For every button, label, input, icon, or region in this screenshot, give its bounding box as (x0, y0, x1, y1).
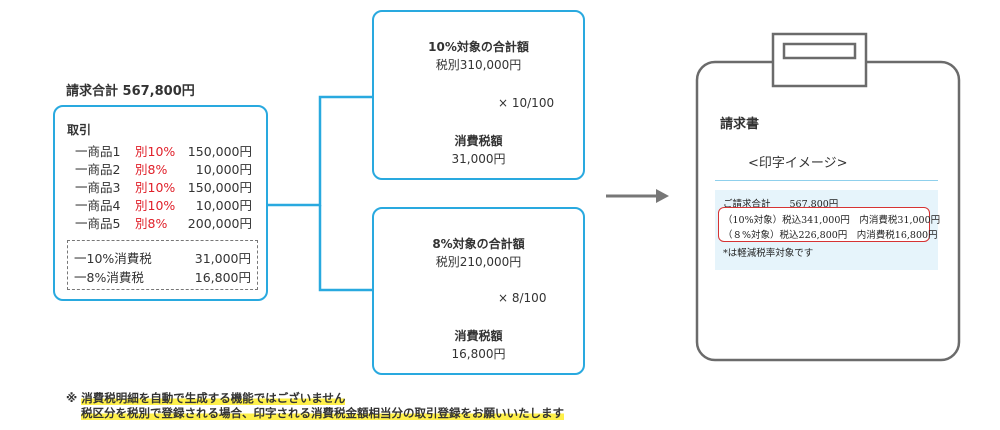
box8-ratio: × 8/100 (498, 291, 547, 305)
invoice-print-area: ご請求合計 567,800円 （10%対象）税込341,000円 内消費税31,… (715, 190, 941, 270)
item-amount: 10,000円 (195, 162, 252, 177)
tax-row-amount: 31,000円 (194, 251, 251, 266)
item-amount: 150,000円 (187, 180, 252, 195)
tax-row-label: 一10%消費税 (74, 251, 152, 266)
box10-tax-value: 31,000円 (451, 152, 506, 166)
box-8-percent: 8%対象の合計額 税別210,000円 × 8/100 消費税額 16,800円 (372, 207, 585, 375)
item-tax: 別8% (135, 162, 168, 177)
invoice-title: 請求書 (720, 117, 760, 132)
box10-title: 10%対象の合計額 (428, 40, 529, 54)
item-tax: 別10% (135, 144, 176, 159)
tax-summary-box: 一10%消費税 31,000円 一8%消費税 16,800円 (67, 240, 258, 290)
box10-subtotal: 税別310,000円 (435, 58, 522, 72)
item-tax: 別10% (135, 198, 176, 213)
note-mark: ※ (66, 391, 78, 405)
connector-bottom (318, 205, 372, 292)
box8-title: 8%対象の合計額 (432, 237, 525, 251)
note-text-2: 税区分を税別で登録される場合、印字される消費税金額相当分の取引登録をお願いいたし… (81, 406, 564, 420)
item-amount: 10,000円 (195, 198, 252, 213)
invoice-image-label: <印字イメージ> (748, 156, 848, 171)
clipboard-clip-slot (782, 42, 857, 60)
invoice-line: （８%対象）税込226,800円 内消費税16,800円 (723, 230, 938, 241)
right-arrowhead (656, 189, 669, 203)
item-tax: 別8% (135, 216, 168, 231)
item-name: 一商品4 (75, 198, 121, 213)
note-text-1: 消費税明細を自動で生成する機能ではございません (81, 391, 346, 405)
box8-subtotal: 税別210,000円 (435, 255, 522, 269)
item-name: 一商品5 (75, 216, 121, 231)
box-10-percent: 10%対象の合計額 税別310,000円 × 10/100 消費税額 31,00… (372, 10, 585, 180)
box8-tax-value: 16,800円 (451, 347, 506, 361)
note-line-2: 税区分を税別で登録される場合、印字される消費税金額相当分の取引登録をお願いいたし… (81, 405, 564, 421)
box8-tax-title: 消費税額 (454, 329, 503, 343)
clipboard-clip (771, 32, 868, 88)
tax-row-label: 一8%消費税 (74, 270, 144, 285)
invoice-rule-top (715, 180, 938, 181)
item-tax: 別10% (135, 180, 176, 195)
box10-tax-title: 消費税額 (454, 134, 503, 148)
item-name: 一商品1 (75, 144, 121, 159)
invoice-total-label: 請求合計 567,800円 (66, 84, 195, 99)
invoice-line: *は軽減税率対象です (723, 248, 814, 259)
invoice-line: （10%対象）税込341,000円 内消費税31,000円 (723, 215, 941, 226)
note-line-1: ※ 消費税明細を自動で生成する機能ではございません (66, 390, 346, 406)
connector-top (268, 95, 372, 207)
invoice-line: ご請求合計 567,800円 (723, 199, 839, 210)
tax-row-amount: 16,800円 (194, 270, 251, 285)
item-amount: 200,000円 (187, 216, 252, 231)
item-name: 一商品3 (75, 180, 121, 195)
box10-ratio: × 10/100 (498, 96, 555, 110)
transactions-box: 取引 一商品1 別10% 150,000円 一商品2 別8% 10,000円 一… (53, 105, 268, 301)
transactions-title: 取引 (67, 123, 92, 137)
invoice-highlight-box (718, 207, 930, 242)
item-amount: 150,000円 (187, 144, 252, 159)
item-name: 一商品2 (75, 162, 121, 177)
